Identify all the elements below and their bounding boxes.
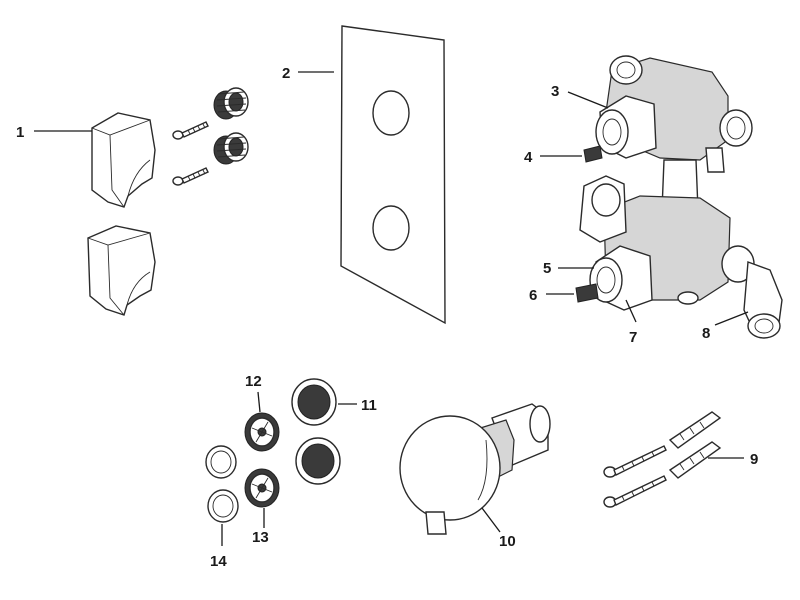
callout-1: 1	[16, 124, 24, 141]
leader-line-7	[625, 299, 637, 323]
callout-11: 11	[361, 397, 377, 414]
faceplate	[340, 25, 446, 325]
filter-washer-upper	[244, 412, 280, 452]
callout-10: 10	[499, 533, 516, 550]
grub-screw-upper	[172, 121, 209, 140]
wall-plug-lower	[668, 441, 722, 479]
o-ring-lower	[207, 489, 239, 523]
callout-6: 6	[529, 287, 537, 304]
callout-12: 12	[245, 373, 262, 390]
callout-2: 2	[282, 65, 290, 82]
callout-7: 7	[629, 329, 637, 346]
leader-line-10	[481, 507, 501, 533]
handle-upper	[91, 112, 156, 208]
leader-line-12	[257, 391, 261, 413]
handle-lower	[87, 225, 156, 316]
callout-13: 13	[252, 529, 269, 546]
grub-screw-lower	[172, 167, 209, 186]
callout-3: 3	[551, 83, 559, 100]
callout-5: 5	[543, 260, 551, 277]
spline-adaptor-upper	[213, 87, 249, 120]
disc-upper	[291, 378, 337, 426]
outlet-elbow	[399, 403, 551, 535]
valve-body	[575, 55, 783, 339]
o-ring-upper	[205, 445, 237, 479]
callout-8: 8	[702, 325, 710, 342]
leader-line-8	[714, 311, 749, 326]
callout-4: 4	[524, 149, 533, 166]
wall-plug-upper	[668, 411, 722, 449]
spline-adaptor-lower	[213, 132, 249, 165]
callout-14: 14	[210, 553, 227, 570]
disc-lower	[295, 437, 341, 485]
filter-washer-lower	[244, 468, 280, 508]
wall-screw-lower	[603, 475, 667, 508]
wall-screw-upper	[603, 445, 667, 478]
callout-9: 9	[750, 451, 758, 468]
leader-line-3	[567, 91, 609, 109]
